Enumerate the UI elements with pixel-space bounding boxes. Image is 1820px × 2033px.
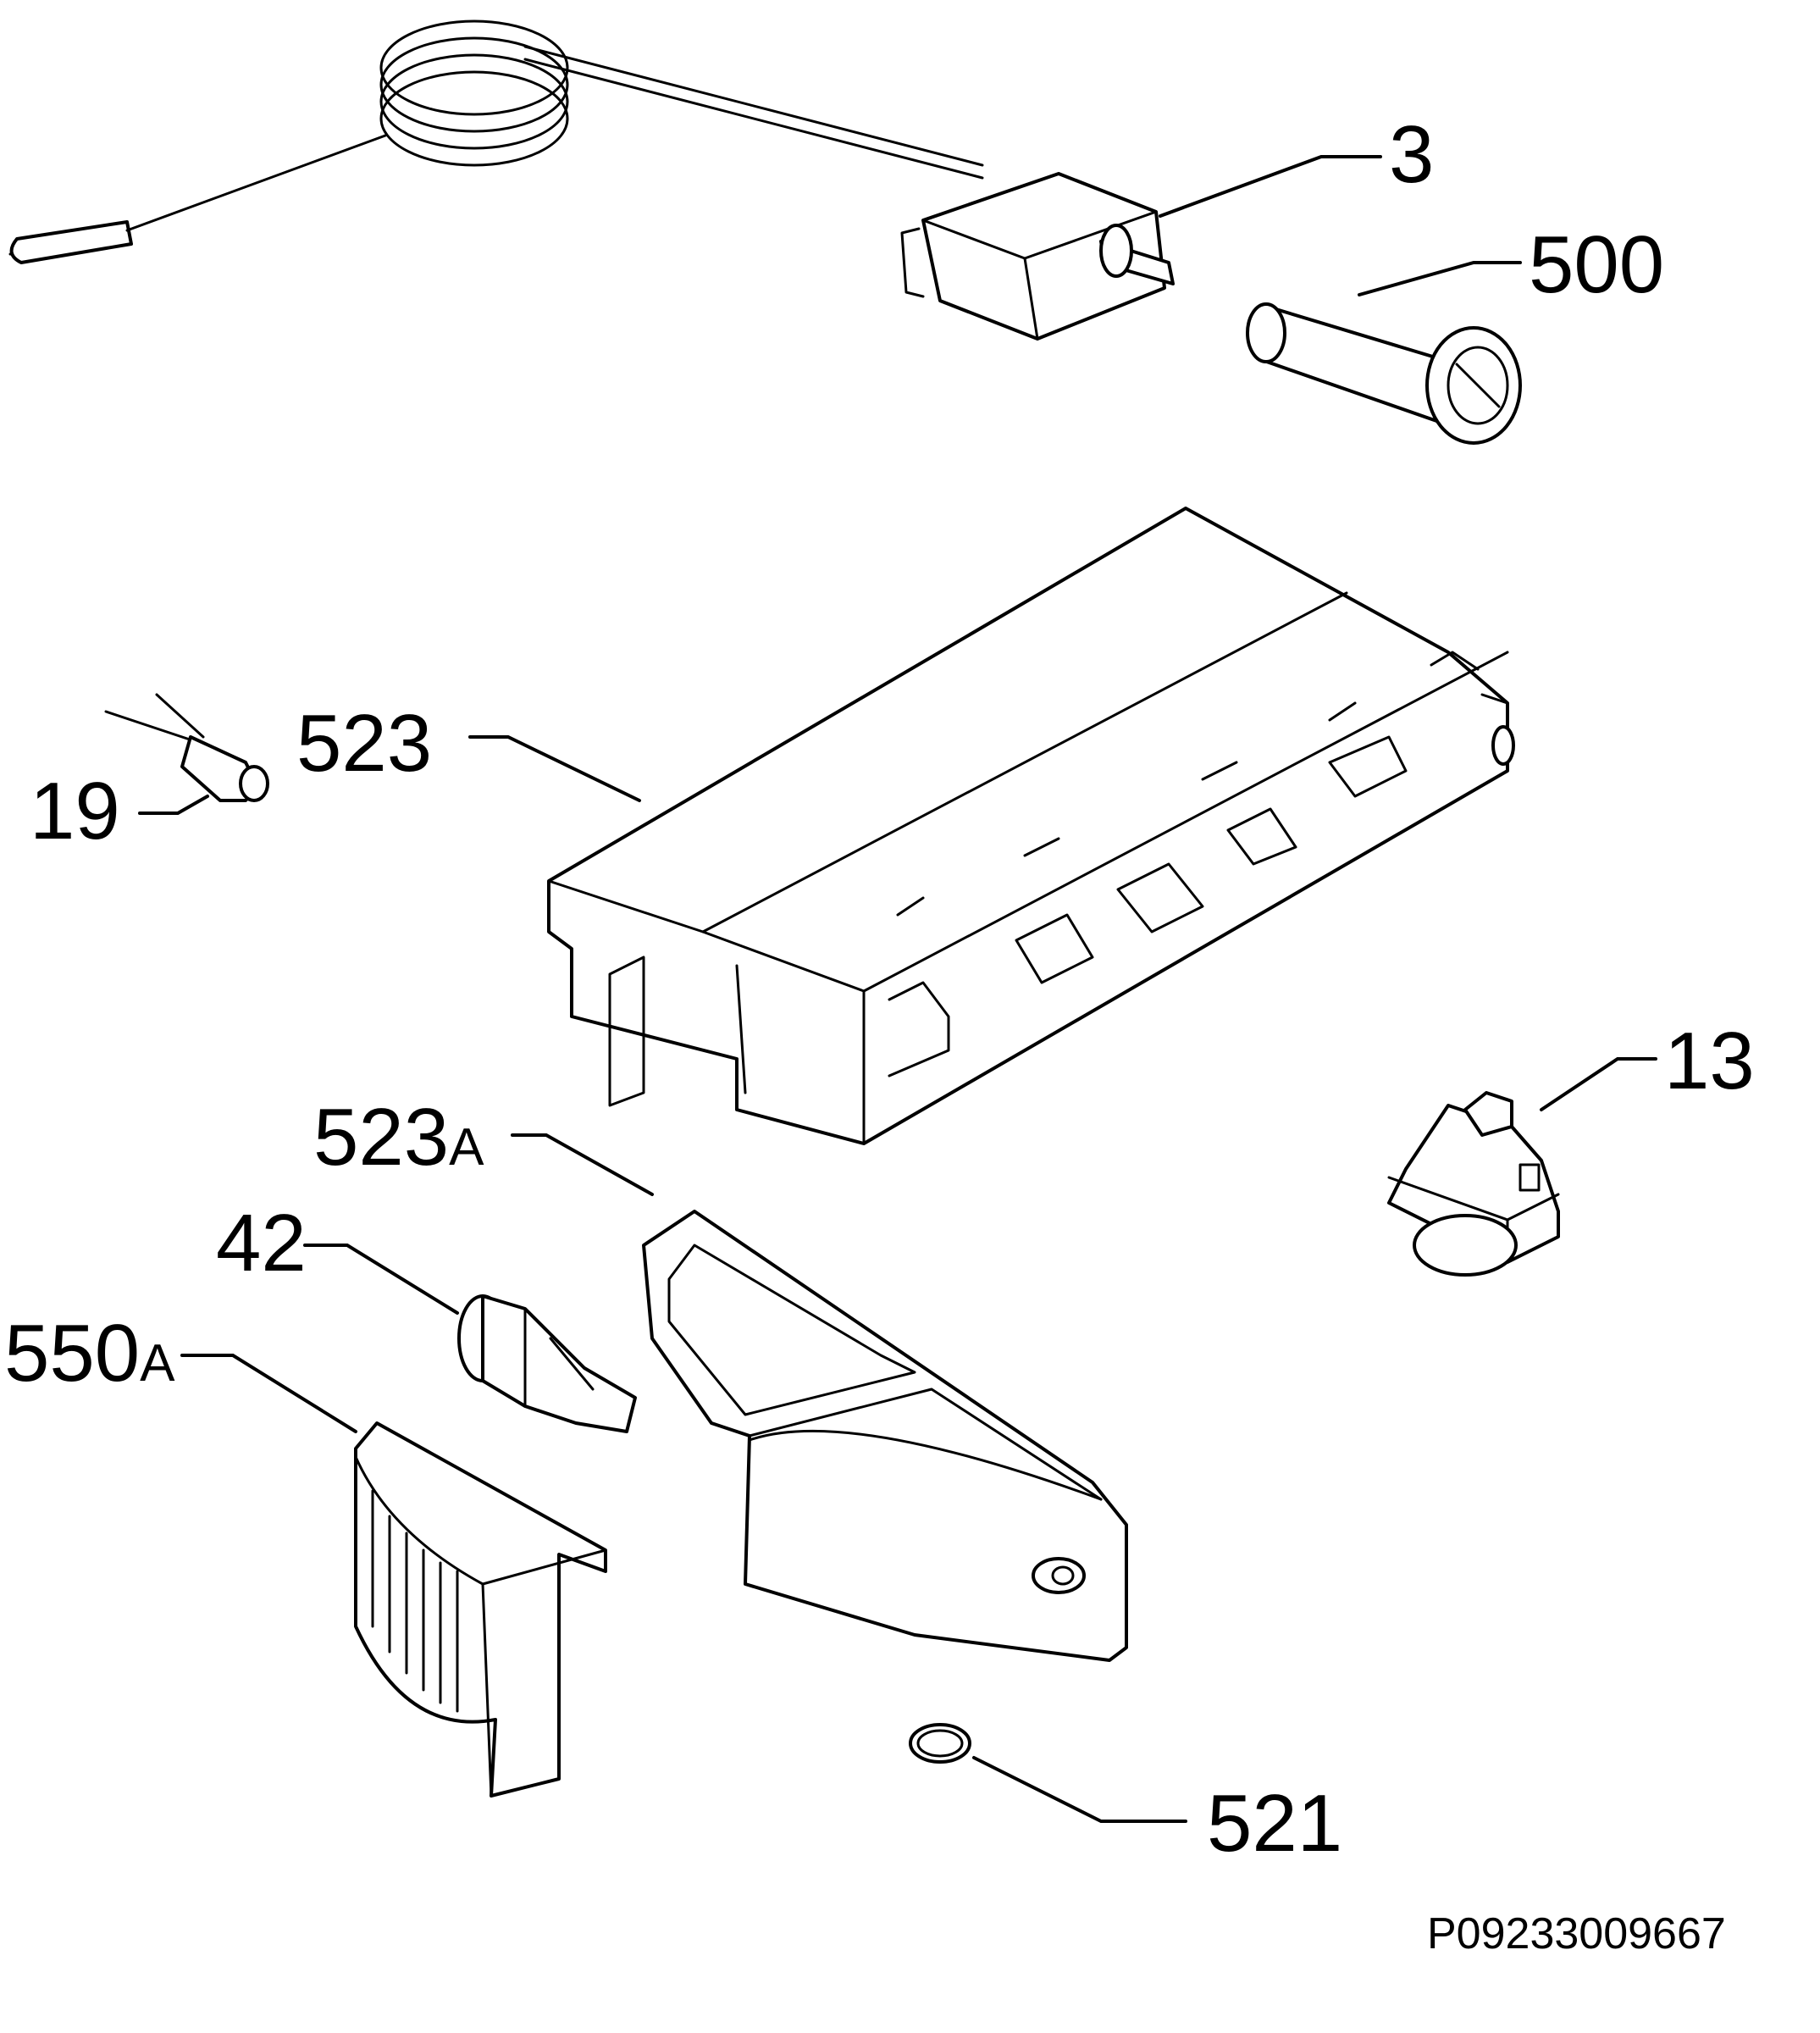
callout-labels: 3 500 523 19 13 523A 42 550A 521: [4, 109, 1755, 1869]
label-part-550a-suffix: A: [140, 1334, 175, 1393]
label-part-13: 13: [1664, 1016, 1755, 1106]
label-part-521: 521: [1207, 1778, 1342, 1869]
label-part-523a-number: 523: [313, 1092, 449, 1183]
part-500-knob: [1246, 302, 1522, 445]
label-part-19: 19: [30, 766, 120, 856]
label-part-523: 523: [296, 698, 432, 789]
label-part-523a: 523A: [313, 1092, 484, 1183]
part-550a-lamp-cover: [354, 1421, 607, 1798]
label-part-42: 42: [216, 1198, 307, 1288]
label-part-3: 3: [1389, 109, 1434, 200]
reference-code: P09233009667: [1427, 1909, 1726, 1958]
label-part-523a-suffix: A: [449, 1118, 484, 1177]
label-part-550a: 550A: [4, 1308, 175, 1399]
part-19-lamp: [104, 693, 269, 802]
leader-lines: [138, 155, 1657, 1823]
part-523-housing: [547, 507, 1515, 1145]
label-part-550a-number: 550: [4, 1308, 140, 1399]
label-part-500: 500: [1529, 219, 1664, 310]
part-523a-cover: [642, 1210, 1128, 1662]
part-42-lamp-holder: [457, 1294, 637, 1433]
part-3-thermostat: [8, 19, 1175, 341]
part-521-ring: [909, 1723, 971, 1764]
part-13-switch: [1387, 1091, 1560, 1277]
